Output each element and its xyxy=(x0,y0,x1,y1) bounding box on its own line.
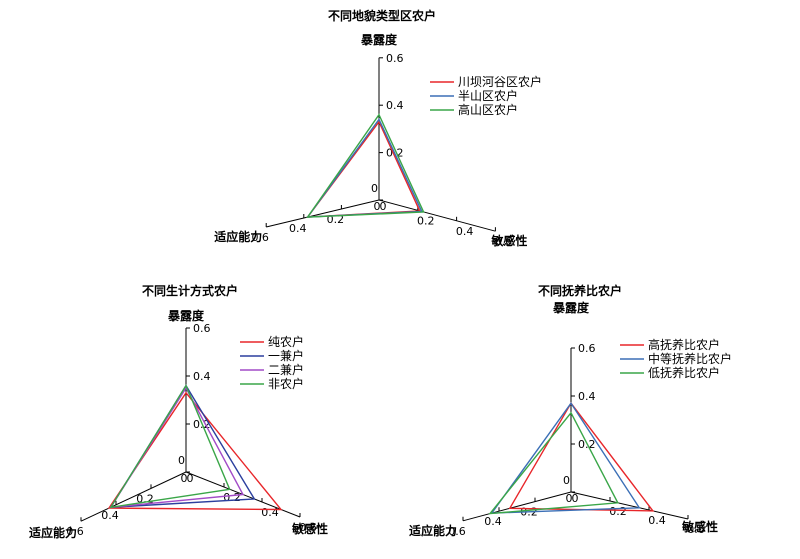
series-polygon xyxy=(488,411,619,515)
chart-title: 不同抚养比农户 xyxy=(538,283,622,298)
tick-label: 0.6 xyxy=(193,322,211,335)
tick-label: 0.4 xyxy=(484,515,502,528)
series-polygon xyxy=(306,113,425,218)
axis-line xyxy=(266,199,380,228)
axis-title-sensitivity: 敏感性 xyxy=(291,521,328,536)
legend-label: 高山区农户 xyxy=(458,102,518,117)
legend-label: 高抚养比农户 xyxy=(648,337,720,352)
tick-label: 0.4 xyxy=(648,514,666,527)
tick-label: 0.4 xyxy=(101,509,119,522)
tick-label: 0.4 xyxy=(456,225,474,238)
legend-label: 二兼户 xyxy=(268,362,304,377)
axis-title-exposure: 暴露度 xyxy=(167,308,205,323)
legend-label: 川坝河谷区农户 xyxy=(458,74,542,89)
tick-label: 0 xyxy=(374,200,381,213)
tick-label: 0.6 xyxy=(66,525,84,538)
axis-title-sensitivity: 敏感性 xyxy=(490,233,527,248)
axis-line xyxy=(462,491,572,522)
tick-label: 0 xyxy=(187,472,194,485)
tick-label: 0.4 xyxy=(289,222,307,235)
legend-label: 低抚养比农户 xyxy=(648,365,720,380)
axis-line xyxy=(378,199,496,232)
tick-label: 0 xyxy=(572,492,579,505)
tick-label: 0.6 xyxy=(578,342,596,355)
series-polygon xyxy=(306,118,423,218)
tick-label: 0.6 xyxy=(687,523,705,536)
tick-label: 0 xyxy=(380,200,387,213)
tick-label: 0.6 xyxy=(495,235,513,248)
tick-label: 0 xyxy=(566,492,573,505)
radar-chart-3: 不同抚养比农户00.20.40.600.20.40.600.20.40.6暴露度… xyxy=(409,283,732,538)
axis-title-adaptive-capacity: 适应能力 xyxy=(409,523,457,538)
tick-label: 0.2 xyxy=(609,505,627,518)
tick-label: 0.6 xyxy=(448,525,466,538)
tick-label: 0.2 xyxy=(417,214,435,227)
axis-title-sensitivity: 敏感性 xyxy=(681,519,718,534)
axis-title-exposure: 暴露度 xyxy=(552,300,590,315)
axis-title-exposure: 暴露度 xyxy=(360,32,398,47)
tick-label: 0.6 xyxy=(299,521,317,534)
chart-title: 不同生计方式农户 xyxy=(142,283,238,298)
tick-label: 0 xyxy=(181,472,188,485)
tick-label: 0.4 xyxy=(386,99,404,112)
legend-label: 非农户 xyxy=(268,376,304,391)
chart-title: 不同地貌类型区农户 xyxy=(328,8,436,23)
axis-title-adaptive-capacity: 适应能力 xyxy=(29,525,77,540)
tick-label: 0.6 xyxy=(251,231,269,244)
tick-label: 0 xyxy=(371,182,378,195)
legend-label: 中等抚养比农户 xyxy=(648,351,732,366)
tick-label: 0.2 xyxy=(223,491,241,504)
axis-line xyxy=(570,491,689,520)
legend-label: 纯农户 xyxy=(268,334,304,349)
radar-chart-1: 不同地貌类型区农户00.20.40.600.20.40.600.20.40.6暴… xyxy=(214,8,542,248)
series-polygon xyxy=(109,384,231,509)
tick-label: 0.4 xyxy=(578,390,596,403)
axis-line xyxy=(80,471,187,522)
tick-label: 0 xyxy=(563,474,570,487)
tick-label: 0.4 xyxy=(261,506,279,519)
tick-label: 0.6 xyxy=(386,52,404,65)
tick-label: 0.4 xyxy=(193,370,211,383)
series-polygon xyxy=(109,384,256,509)
legend-label: 一兼户 xyxy=(268,348,304,363)
series-polygon xyxy=(107,391,283,511)
tick-label: 0 xyxy=(178,454,185,467)
axis-title-adaptive-capacity: 适应能力 xyxy=(214,229,262,244)
legend-label: 半山区农户 xyxy=(458,88,518,103)
series-polygon xyxy=(490,401,641,514)
radar-chart-2: 不同生计方式农户00.20.40.600.20.40.600.20.40.6暴露… xyxy=(29,283,328,540)
